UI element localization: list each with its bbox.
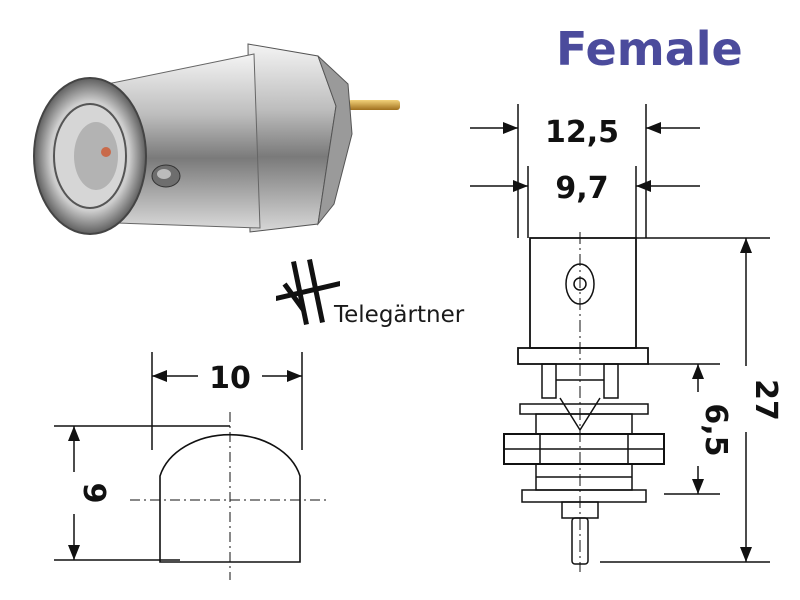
dim-side-thread-length: 6,5 — [698, 403, 733, 456]
dim-side-overall-height: 27 — [748, 379, 783, 421]
product-title: Female — [556, 22, 743, 76]
brand-name: Telegärtner — [334, 302, 465, 328]
side-view — [470, 104, 770, 572]
telegartner-logo-icon — [276, 259, 340, 325]
bnc-connector-photo-icon — [33, 43, 400, 235]
dim-cutout-width: 10 — [209, 361, 251, 396]
dim-top-outer-width: 12,5 — [545, 115, 619, 150]
dim-cutout-height: 9 — [76, 483, 111, 504]
dim-top-inner-width: 9,7 — [555, 171, 608, 206]
cutout-view — [54, 352, 330, 580]
